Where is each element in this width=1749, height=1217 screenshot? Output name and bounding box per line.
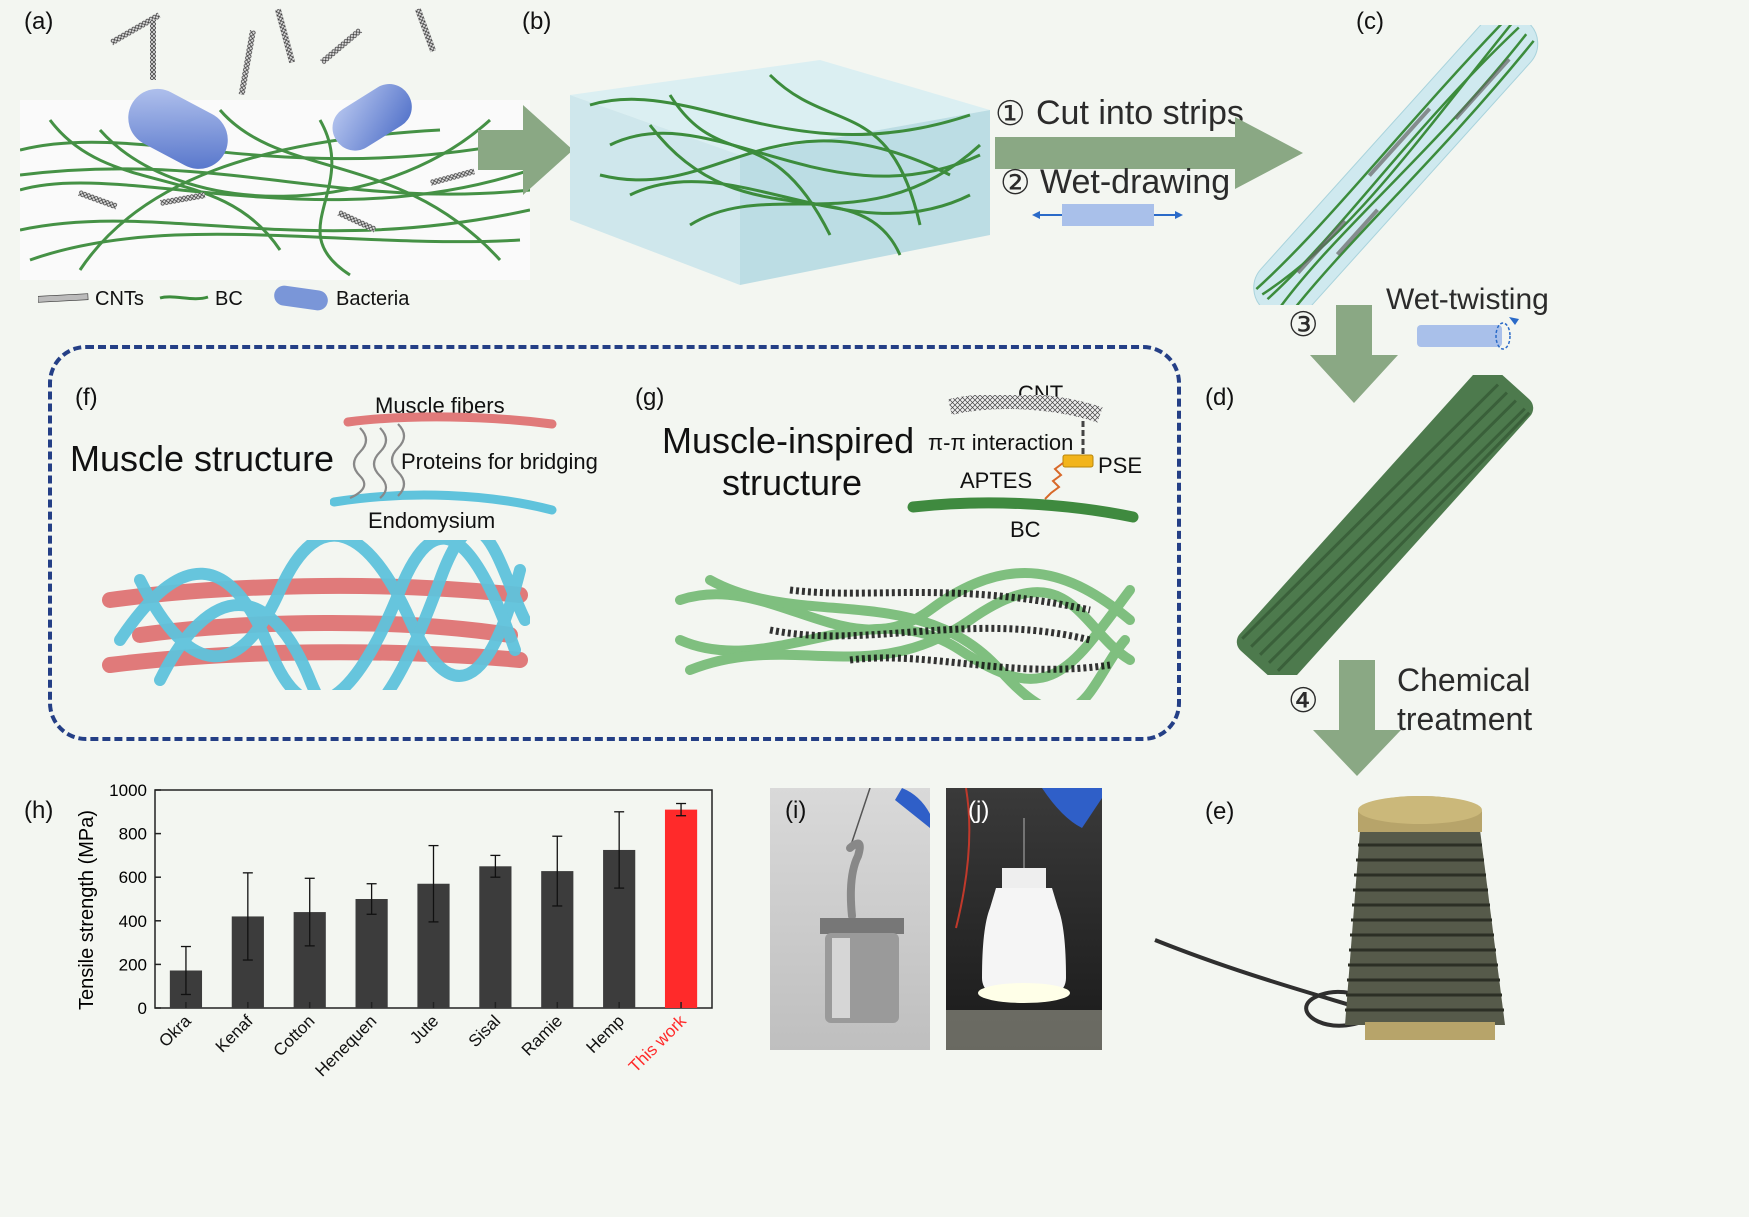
panel-label-c: (c) [1356,8,1384,35]
twisted-yarn-illustration [1236,375,1534,675]
pse-label: PSE [1098,453,1143,478]
muscle-fiber-bundle-illustration [102,540,530,690]
panel-label-i: (i) [785,797,807,824]
x-tick-label: Kenaf [212,1011,257,1056]
proteins-label: Proteins for bridging [401,449,598,474]
weight-hanging-photo [770,787,932,1050]
yarn-spool-illustration [1154,796,1505,1040]
y-tick-label: 600 [119,868,147,887]
step3-label: Wet-twisting [1386,283,1549,316]
bar-sisal [479,866,512,1008]
arrow-c-to-d [1310,305,1398,403]
endomysium-label: Endomysium [368,508,496,533]
y-axis-label: Tensile strength (MPa) [76,810,98,1010]
y-tick-label: 400 [119,912,147,931]
step2-number: ② [1000,164,1031,202]
inspired-title-line1: Muscle-inspired [662,420,915,461]
bc-synthesis-illustration [20,7,530,280]
y-tick-label: 0 [138,999,147,1018]
cnt-legend-icon [38,293,89,303]
panel-label-b: (b) [522,8,552,35]
muscle-bridging-schematic [330,412,557,515]
bc-legend-icon [159,295,209,301]
pipi-interaction-label: π-π interaction [928,430,1074,455]
muscle-structure-title: Muscle structure [70,438,335,479]
steel-weight-illustration [820,787,932,1023]
panel-label-d: (d) [1205,384,1235,411]
x-tick-label: Henequen [312,1011,381,1080]
inspired-title-line2: structure [722,462,863,503]
arrow-d-to-e [1313,660,1401,776]
arrow-a-to-b [478,105,573,195]
step4-label-line1: Chemical [1397,662,1531,698]
led-bulb-illustration [946,787,1102,1050]
bar-this-work [664,809,698,1008]
panel-label-a: (a) [24,8,54,35]
step1-number: ① [995,95,1026,133]
aptes-label: APTES [960,468,1033,493]
panel-label-f: (f) [75,384,98,411]
x-tick-label: Ramie [518,1011,566,1059]
step4-number: ④ [1288,682,1319,720]
bc-cnt-film-illustration [570,60,990,285]
arrow-b-to-c [995,117,1303,189]
cnt-bc-network-illustration [675,568,1135,700]
x-tick-label: This work [625,1011,690,1076]
step1-label: Cut into strips [1036,94,1244,132]
x-tick-label: Okra [155,1011,195,1051]
x-tick-label: Cotton [270,1011,319,1060]
aligned-strip-illustration [1253,25,1539,305]
legend-bacteria: Bacteria [336,288,410,310]
x-tick-label: Jute [406,1011,442,1047]
panel-label-e: (e) [1205,798,1235,825]
x-tick-label: Hemp [582,1011,628,1057]
x-tick-label: Sisal [465,1011,504,1050]
legend-cnts: CNTs [95,288,144,310]
panel-label-g: (g) [635,384,665,411]
tensile-strength-bar-chart: Tensile strength (MPa) 0 200 400 600 800 1000… [76,781,713,1080]
step4-label-line2: treatment [1397,701,1533,737]
bc-label: BC [1010,517,1041,542]
lightbulb-hanging-photo [946,787,1102,1050]
wet-drawing-icon [1032,204,1183,226]
wet-twisting-icon [1417,317,1519,350]
bar-henequen [355,899,388,1008]
y-tick-label: 200 [119,955,147,974]
step2-label: Wet-drawing [1040,163,1231,201]
bioinspired-structure-box [48,345,1181,741]
y-tick-label: 800 [119,825,147,844]
cnt-bc-bonding-schematic [907,395,1139,523]
legend-bc: BC [215,288,243,310]
step3-number: ③ [1288,306,1319,344]
panel-label-h: (h) [24,797,54,824]
bacteria-legend-icon [274,285,328,311]
panel-label-j: (j) [968,797,990,824]
y-tick-label: 1000 [109,781,147,800]
